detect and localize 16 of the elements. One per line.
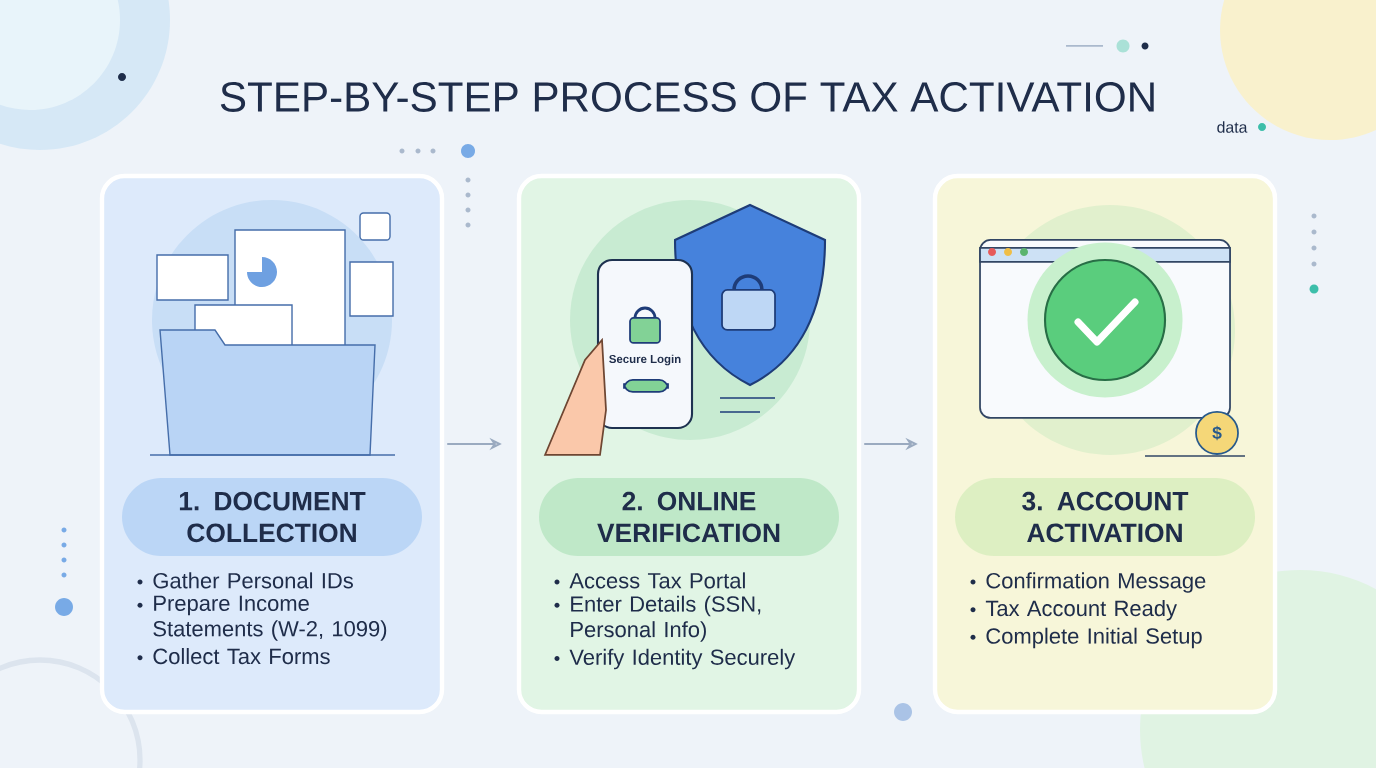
bullet-item: Complete Initial Setup — [970, 627, 1202, 649]
bullet-item: Confirmation Message — [970, 572, 1206, 593]
bullet-item: Gather Personal IDs — [137, 572, 353, 589]
bullet-item: Verify Identity Securely — [554, 648, 796, 670]
bullet-item: Prepare Income Statements (W-2, 1099) — [137, 595, 387, 641]
step-heading: 1. DOCUMENT COLLECTION — [122, 478, 422, 556]
screen-caption: Secure Login — [609, 354, 681, 366]
step-heading: 2. ONLINE VERIFICATION — [539, 478, 839, 556]
bullet-item: Collect Tax Forms — [137, 648, 330, 665]
step-heading: 3. ACCOUNT ACTIVATION — [955, 478, 1255, 556]
bullet-item: Enter Details (SSN, Personal Info) — [554, 595, 761, 642]
corner-note: data — [1217, 121, 1248, 133]
bullet-item: Access Tax Portal — [554, 572, 745, 589]
bullet-item: Tax Account Ready — [970, 600, 1177, 621]
browser-checkmark-drawing: $ — [979, 205, 1246, 457]
title: STEP-BY-STEP PROCESS OF TAX ACTIVATION — [220, 82, 1154, 112]
